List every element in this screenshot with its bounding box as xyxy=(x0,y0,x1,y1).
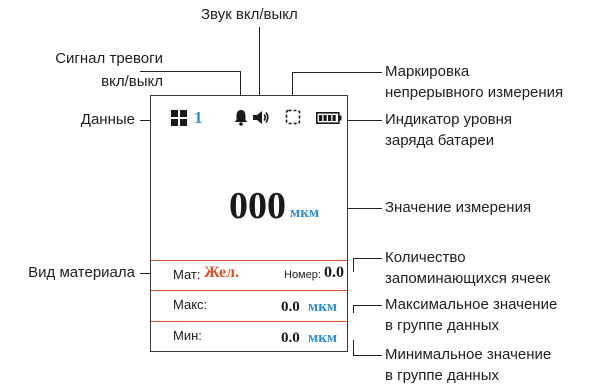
callout-continuous-line2: непрерывного измерения xyxy=(385,84,564,101)
measurement-value: 000 xyxy=(229,185,286,227)
max-label: Макс: xyxy=(173,297,208,312)
measurement-unit: мкм xyxy=(290,205,320,221)
min-label: Мин: xyxy=(173,328,202,343)
max-unit: мкм xyxy=(308,299,338,315)
leader-battery xyxy=(342,120,382,121)
leader-max-h xyxy=(353,305,382,306)
callout-cells-line2: запоминающихся ячеек xyxy=(385,270,551,287)
callout-max-line2: в группе данных xyxy=(385,317,499,334)
callout-min-line1: Минимальное значение xyxy=(385,346,552,363)
min-unit: мкм xyxy=(308,330,338,346)
separator-1 xyxy=(151,260,347,261)
callout-alarm-line2: вкл/выкл xyxy=(101,73,163,90)
device-screen: 1 000 мкм Мат: Жел. Номер: 0.0 Макс: 0.0… xyxy=(150,95,348,352)
callout-cells-line1: Количество xyxy=(385,249,466,266)
callout-continuous-line1: Маркировка xyxy=(385,63,470,80)
leader-sound xyxy=(259,27,260,107)
leader-cells-h xyxy=(353,258,382,259)
min-value: 0.0 xyxy=(281,330,300,346)
cells-value: 0.0 xyxy=(324,264,344,281)
leader-min-v xyxy=(353,340,354,356)
dashed-square-icon xyxy=(285,109,301,125)
material-value: Жел. xyxy=(204,264,240,281)
battery-icon xyxy=(316,112,342,124)
data-number: 1 xyxy=(194,108,203,127)
callout-sound: Звук вкл/выкл xyxy=(201,6,298,23)
speaker-icon xyxy=(253,111,269,124)
leader-min-h xyxy=(353,355,382,356)
callout-alarm-line1: Сигнал тревоги xyxy=(55,50,163,67)
callout-data: Данные xyxy=(80,111,135,128)
separator-3 xyxy=(151,321,347,322)
callout-max-line1: Максимальное значение xyxy=(385,296,558,313)
leader-measurement xyxy=(335,208,382,209)
cells-label: Номер: xyxy=(284,269,321,281)
leader-continuous-h xyxy=(292,72,382,73)
callout-material: Вид материала xyxy=(28,264,135,281)
bell-icon xyxy=(234,110,248,126)
leader-cells-v xyxy=(353,258,354,272)
separator-2 xyxy=(151,290,347,291)
material-label: Мат: xyxy=(173,267,201,282)
callout-battery-line1: Индикатор уровня xyxy=(385,111,513,128)
grid-icon xyxy=(171,110,187,126)
leader-continuous-v xyxy=(292,72,293,108)
leader-max-v xyxy=(353,305,354,313)
leader-alarm-v xyxy=(240,71,241,107)
callout-measurement: Значение измерения xyxy=(385,199,532,216)
callout-battery-line2: заряда батареи xyxy=(385,132,495,149)
callout-min-line2: в группе данных xyxy=(385,367,499,384)
max-value: 0.0 xyxy=(281,299,300,315)
leader-alarm-h xyxy=(140,71,240,72)
